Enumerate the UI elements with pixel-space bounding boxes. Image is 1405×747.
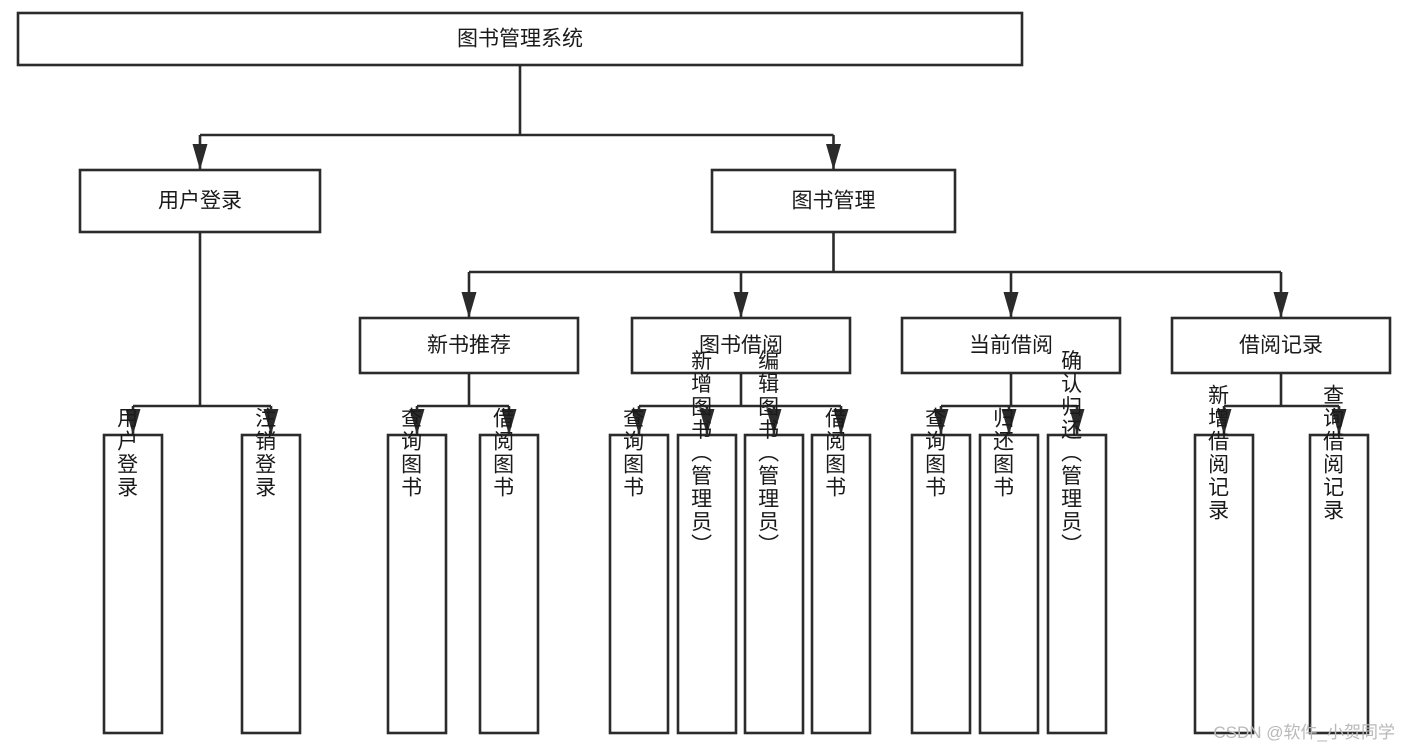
arrow-head-icon	[1069, 409, 1085, 435]
node-借阅记录[interactable]: 借阅记录	[1170, 316, 1392, 375]
node-新书推荐[interactable]: 新书推荐	[358, 316, 580, 375]
node-查询借阅记录-leaf[interactable]: 查询借阅记录	[1308, 384, 1370, 735]
node-label: 图书管理	[792, 190, 876, 213]
node-box	[608, 433, 670, 735]
node-归还图书-leaf[interactable]: 归还图书	[978, 407, 1040, 735]
node-label: 确认归还（管理员）	[1059, 350, 1083, 557]
node-box	[478, 433, 540, 735]
node-图书管理[interactable]: 图书管理	[710, 168, 957, 234]
node-label: 查询图书	[621, 407, 645, 499]
node-box	[1308, 433, 1370, 735]
node-label: 新书推荐	[427, 334, 511, 357]
arrow-head-icon	[699, 409, 715, 435]
node-label: 借阅图书	[823, 407, 847, 499]
node-box	[810, 433, 872, 735]
node-box	[1046, 433, 1108, 735]
node-label: 新增图书（管理员）	[689, 350, 713, 557]
node-label: 当前借阅	[969, 334, 1053, 357]
node-box	[78, 168, 322, 234]
node-label: 查询图书	[923, 407, 947, 499]
arrow-head-icon	[409, 409, 425, 435]
arrow-head-icon	[826, 144, 841, 170]
arrow-head-icon	[1216, 409, 1232, 435]
node-当前借阅[interactable]: 当前借阅	[900, 316, 1122, 375]
node-box	[1170, 316, 1392, 375]
node-label: 新增借阅记录	[1206, 384, 1230, 522]
node-借阅图书-leaf[interactable]: 借阅图书	[478, 407, 540, 735]
arrow-head-icon	[933, 409, 949, 435]
node-label: 归还图书	[991, 407, 1015, 499]
node-box	[16, 11, 1024, 67]
arrow-head-icon	[263, 409, 279, 435]
node-确认归还管理员-leaf[interactable]: 确认归还（管理员）	[1046, 350, 1108, 735]
node-label: 借阅记录	[1239, 334, 1323, 357]
node-box	[978, 433, 1040, 735]
arrow-head-icon	[1001, 409, 1017, 435]
node-借阅图书-leaf[interactable]: 借阅图书	[810, 407, 872, 735]
arrow-head-icon	[1003, 292, 1019, 318]
node-box	[102, 433, 164, 735]
node-查询图书-leaf[interactable]: 查询图书	[910, 407, 972, 735]
node-label: 借阅图书	[491, 407, 515, 499]
node-图书借阅[interactable]: 图书借阅	[630, 316, 852, 375]
arrow-head-icon	[1331, 409, 1347, 435]
connector-layer	[125, 65, 1347, 435]
node-编辑图书管理员-leaf[interactable]: 编辑图书（管理员）	[743, 350, 805, 735]
node-图书管理系统[interactable]: 图书管理系统	[16, 11, 1024, 67]
node-用户登录[interactable]: 用户登录	[78, 168, 322, 234]
node-新增图书管理员-leaf[interactable]: 新增图书（管理员）	[676, 350, 738, 735]
arrow-head-icon	[1273, 292, 1289, 318]
node-box	[358, 316, 580, 375]
arrow-head-icon	[833, 409, 849, 435]
node-layer: 图书管理系统用户登录图书管理新书推荐图书借阅当前借阅借阅记录用户登录注销登录查询…	[16, 11, 1392, 735]
node-label: 用户登录	[115, 407, 139, 499]
node-label: 查询借阅记录	[1321, 384, 1345, 522]
node-label: 用户登录	[158, 190, 242, 213]
arrow-head-icon	[631, 409, 647, 435]
node-box	[386, 433, 448, 735]
node-box	[630, 316, 852, 375]
arrow-head-icon	[192, 144, 208, 170]
node-label: 编辑图书（管理员）	[756, 350, 780, 557]
node-label: 注销登录	[253, 407, 277, 499]
arrow-head-icon	[501, 409, 517, 435]
arrow-head-icon	[766, 409, 782, 435]
node-box	[676, 433, 738, 735]
node-label: 查询图书	[399, 407, 423, 499]
node-新增借阅记录-leaf[interactable]: 新增借阅记录	[1193, 384, 1255, 735]
node-label: 图书借阅	[699, 334, 783, 357]
arrow-head-icon	[125, 409, 141, 435]
node-label: 图书管理系统	[457, 28, 583, 51]
arrow-head-icon	[733, 292, 749, 318]
node-box	[743, 433, 805, 735]
node-用户登录-leaf[interactable]: 用户登录	[102, 407, 164, 735]
node-查询图书-leaf[interactable]: 查询图书	[386, 407, 448, 735]
node-box	[240, 433, 302, 735]
node-查询图书-leaf[interactable]: 查询图书	[608, 407, 670, 735]
node-box	[710, 168, 957, 234]
arrow-head-icon	[461, 292, 477, 318]
node-box	[1193, 433, 1255, 735]
node-box	[910, 433, 972, 735]
node-注销登录-leaf[interactable]: 注销登录	[240, 407, 302, 735]
node-box	[900, 316, 1122, 375]
